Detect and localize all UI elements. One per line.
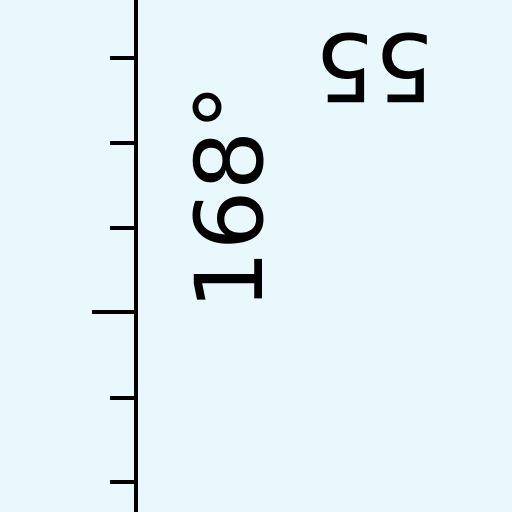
- longitude-label: 168°: [176, 84, 285, 310]
- clipped-label: 55: [314, 11, 434, 120]
